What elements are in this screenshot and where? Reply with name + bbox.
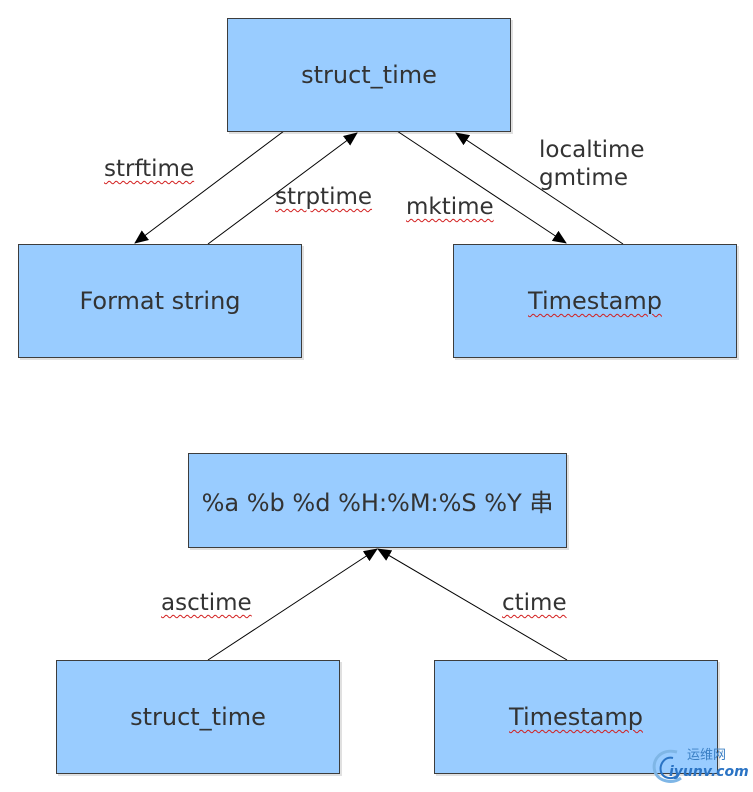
localtime-gmtime-arrow [455,132,624,245]
strftime-label: strftime [104,156,195,182]
asctime-label: asctime [161,590,252,616]
strptime-label: strptime [275,184,373,210]
struct-time-source-node-label: struct_time [130,703,266,731]
ctime-arrow [377,548,568,661]
watermark-text-bottom: iyunv.com [669,764,749,780]
timestamp-node: Timestamp [453,244,737,358]
struct-time-node-label: struct_time [301,61,437,89]
mktime-label: mktime [406,194,494,220]
timestamp-source-node: Timestamp [434,660,718,774]
strftime-arrow [134,130,285,244]
mktime-arrow [396,130,567,244]
struct-time-source-node: struct_time [56,660,340,774]
format-string-node-label: Format string [79,287,241,315]
strptime-arrow [207,132,358,245]
gmtime-label: gmtime [539,165,628,191]
watermark-text-top: 运维网 [687,748,727,763]
timestamp-source-node-label: Timestamp [509,703,643,731]
format-output-node-label: %a %b %d %H:%M:%S %Y 串 [201,489,554,517]
ctime-label: ctime [502,590,567,616]
format-output-node: %a %b %d %H:%M:%S %Y 串 [188,453,567,548]
timestamp-node-label: Timestamp [528,287,662,315]
asctime-arrow [207,548,378,661]
format-string-node: Format string [18,244,302,358]
localtime-label: localtime [539,137,645,163]
struct-time-node: struct_time [227,18,511,132]
watermark-swirl-icon [652,749,682,783]
watermark-logo: 运维网 iyunv.com [647,744,749,786]
